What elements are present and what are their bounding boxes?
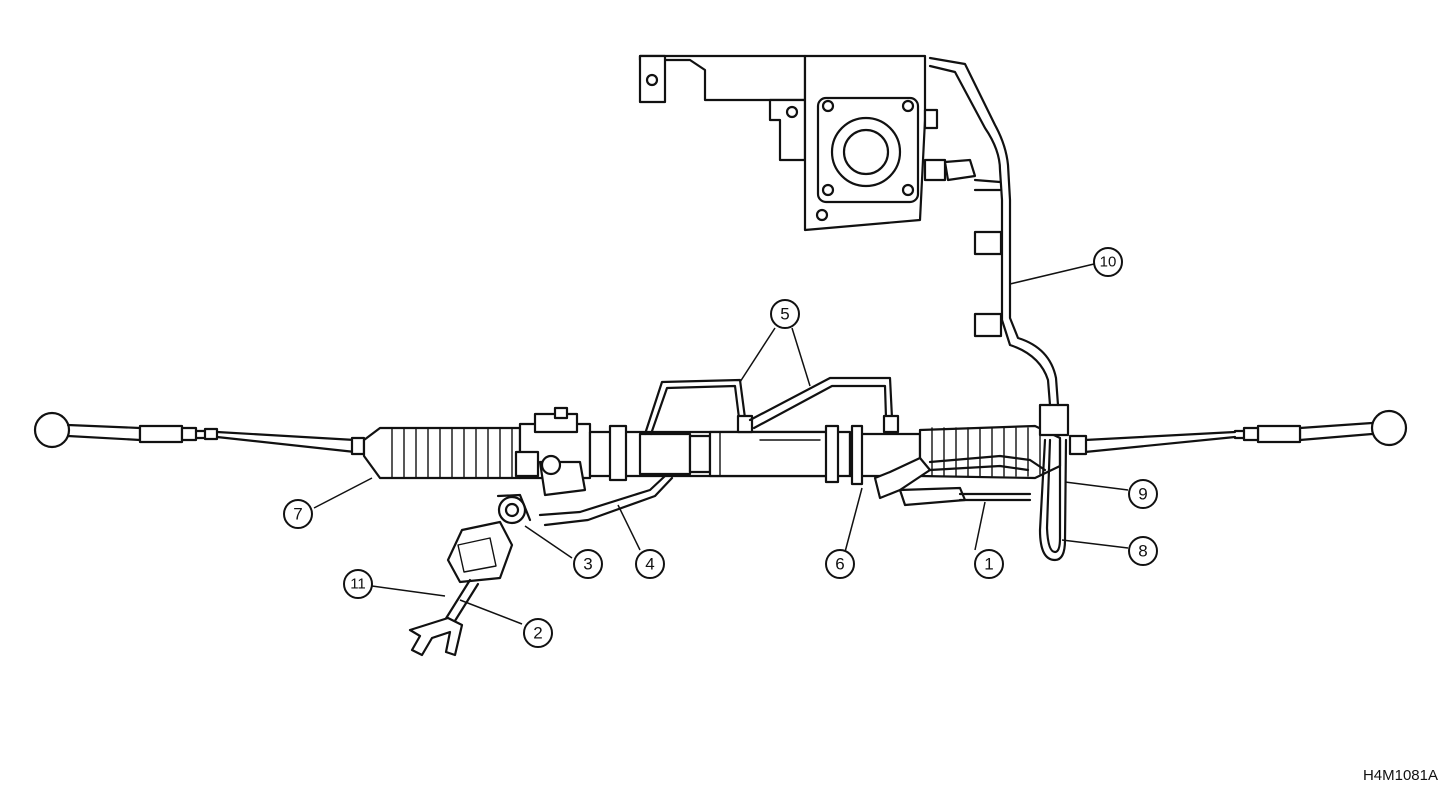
callout-6: 6 <box>825 549 855 579</box>
callout-5: 5 <box>770 299 800 329</box>
callout-3-label: 3 <box>583 555 592 574</box>
callout-4: 4 <box>635 549 665 579</box>
callout-2-label: 2 <box>533 624 542 643</box>
left-tie-rod-end <box>33 411 219 449</box>
return-line <box>1038 403 1070 562</box>
callout-6-label: 6 <box>835 555 844 574</box>
callout-2: 2 <box>523 618 553 648</box>
callout-10-label: 10 <box>1100 254 1117 271</box>
left-tie-rod <box>215 430 366 456</box>
callout-11: 11 <box>343 569 373 599</box>
leader-lines <box>313 263 1129 625</box>
coupling-yoke <box>408 578 480 657</box>
transfer-tubes <box>643 376 900 436</box>
right-tie-rod <box>1068 430 1237 456</box>
callout-8-label: 8 <box>1138 542 1147 561</box>
figure-id: H4M1081A <box>1362 767 1438 784</box>
callout-7-label: 7 <box>293 505 302 524</box>
left-boot <box>362 426 522 480</box>
insulator-bushing <box>446 520 514 584</box>
lower-tubes <box>538 474 674 527</box>
callout-9: 9 <box>1128 479 1158 509</box>
valve-housing <box>514 406 592 497</box>
callout-11-label: 11 <box>350 576 366 593</box>
callout-9-label: 9 <box>1138 485 1147 504</box>
callout-8: 8 <box>1128 536 1158 566</box>
pressure-fitting <box>496 493 532 525</box>
callout-3: 3 <box>573 549 603 579</box>
rack-housing <box>588 424 922 486</box>
callout-7: 7 <box>283 499 313 529</box>
callout-1-label: 1 <box>984 555 993 574</box>
power-steering-pump <box>785 54 977 232</box>
right-fittings <box>873 454 1047 507</box>
right-tie-rod-end <box>1233 409 1408 447</box>
callout-5-label: 5 <box>780 305 789 324</box>
callout-4-label: 4 <box>645 555 654 574</box>
callout-10: 10 <box>1093 247 1123 277</box>
pressure-line <box>928 56 1060 407</box>
callout-1: 1 <box>974 549 1004 579</box>
pump-bracket <box>638 54 807 162</box>
